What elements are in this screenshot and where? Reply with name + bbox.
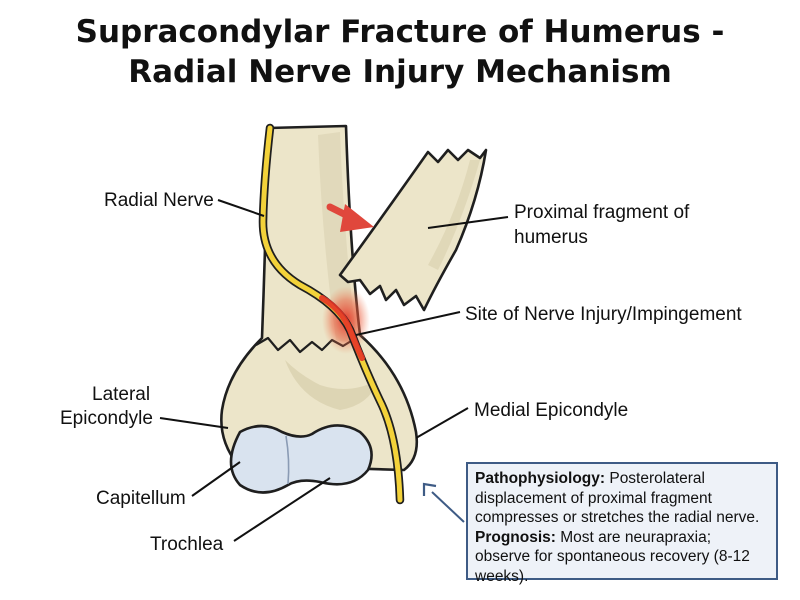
capitellum-trochlea: [229, 424, 373, 494]
prognosis-paragraph: Prognosis: Most are neurapraxia; observe…: [475, 528, 769, 587]
fossa-shading: [285, 360, 378, 410]
articular-groove: [285, 435, 290, 485]
title-line-1: Supracondylar Fracture of Humerus -: [75, 14, 725, 50]
leader-proximal-fragment: [427, 216, 509, 229]
title-line-2: Radial Nerve Injury Mechanism: [128, 54, 672, 90]
label-lateral-epicondyle-2: Epicondyle: [60, 408, 153, 429]
leader-injury-site: [355, 311, 461, 336]
pathophysiology-paragraph: Pathophysiology: Posterolateral displace…: [475, 469, 769, 528]
leader-trochlea: [233, 477, 331, 542]
prognosis-heading: Prognosis:: [475, 528, 556, 546]
leader-medial-epicondyle: [415, 407, 469, 439]
leader-capitellum: [191, 461, 241, 497]
label-trochlea: Trochlea: [150, 534, 224, 555]
fragment-shading: [428, 160, 480, 270]
info-box: Pathophysiology: Posterolateral displace…: [466, 462, 778, 585]
label-radial-nerve: Radial Nerve: [104, 190, 214, 211]
leader-lateral-epicondyle: [159, 417, 229, 429]
info-pointer-arrow: [422, 482, 465, 523]
label-medial-epicondyle: Medial Epicondyle: [474, 400, 628, 421]
proximal-fragment: [338, 148, 488, 312]
label-lateral-epicondyle-1: Lateral: [92, 384, 150, 405]
label-capitellum: Capitellum: [96, 488, 186, 509]
displacement-arrow: [326, 203, 374, 232]
label-proximal-fragment-1: Proximal fragment of: [514, 202, 690, 223]
pathophysiology-heading: Pathophysiology:: [475, 470, 606, 487]
label-proximal-fragment-2: humerus: [514, 227, 588, 248]
leader-radial-nerve: [217, 199, 265, 217]
page-title: Supracondylar Fracture of Humerus - Radi…: [0, 12, 800, 92]
label-injury-site: Site of Nerve Injury/Impingement: [465, 304, 742, 325]
prognosis-text: Most are neurapraxia; observe for sponta…: [475, 528, 750, 585]
nerve-injury-segment: [319, 295, 365, 361]
pathophysiology-text: Posterolateral displacement of proximal …: [475, 470, 760, 526]
